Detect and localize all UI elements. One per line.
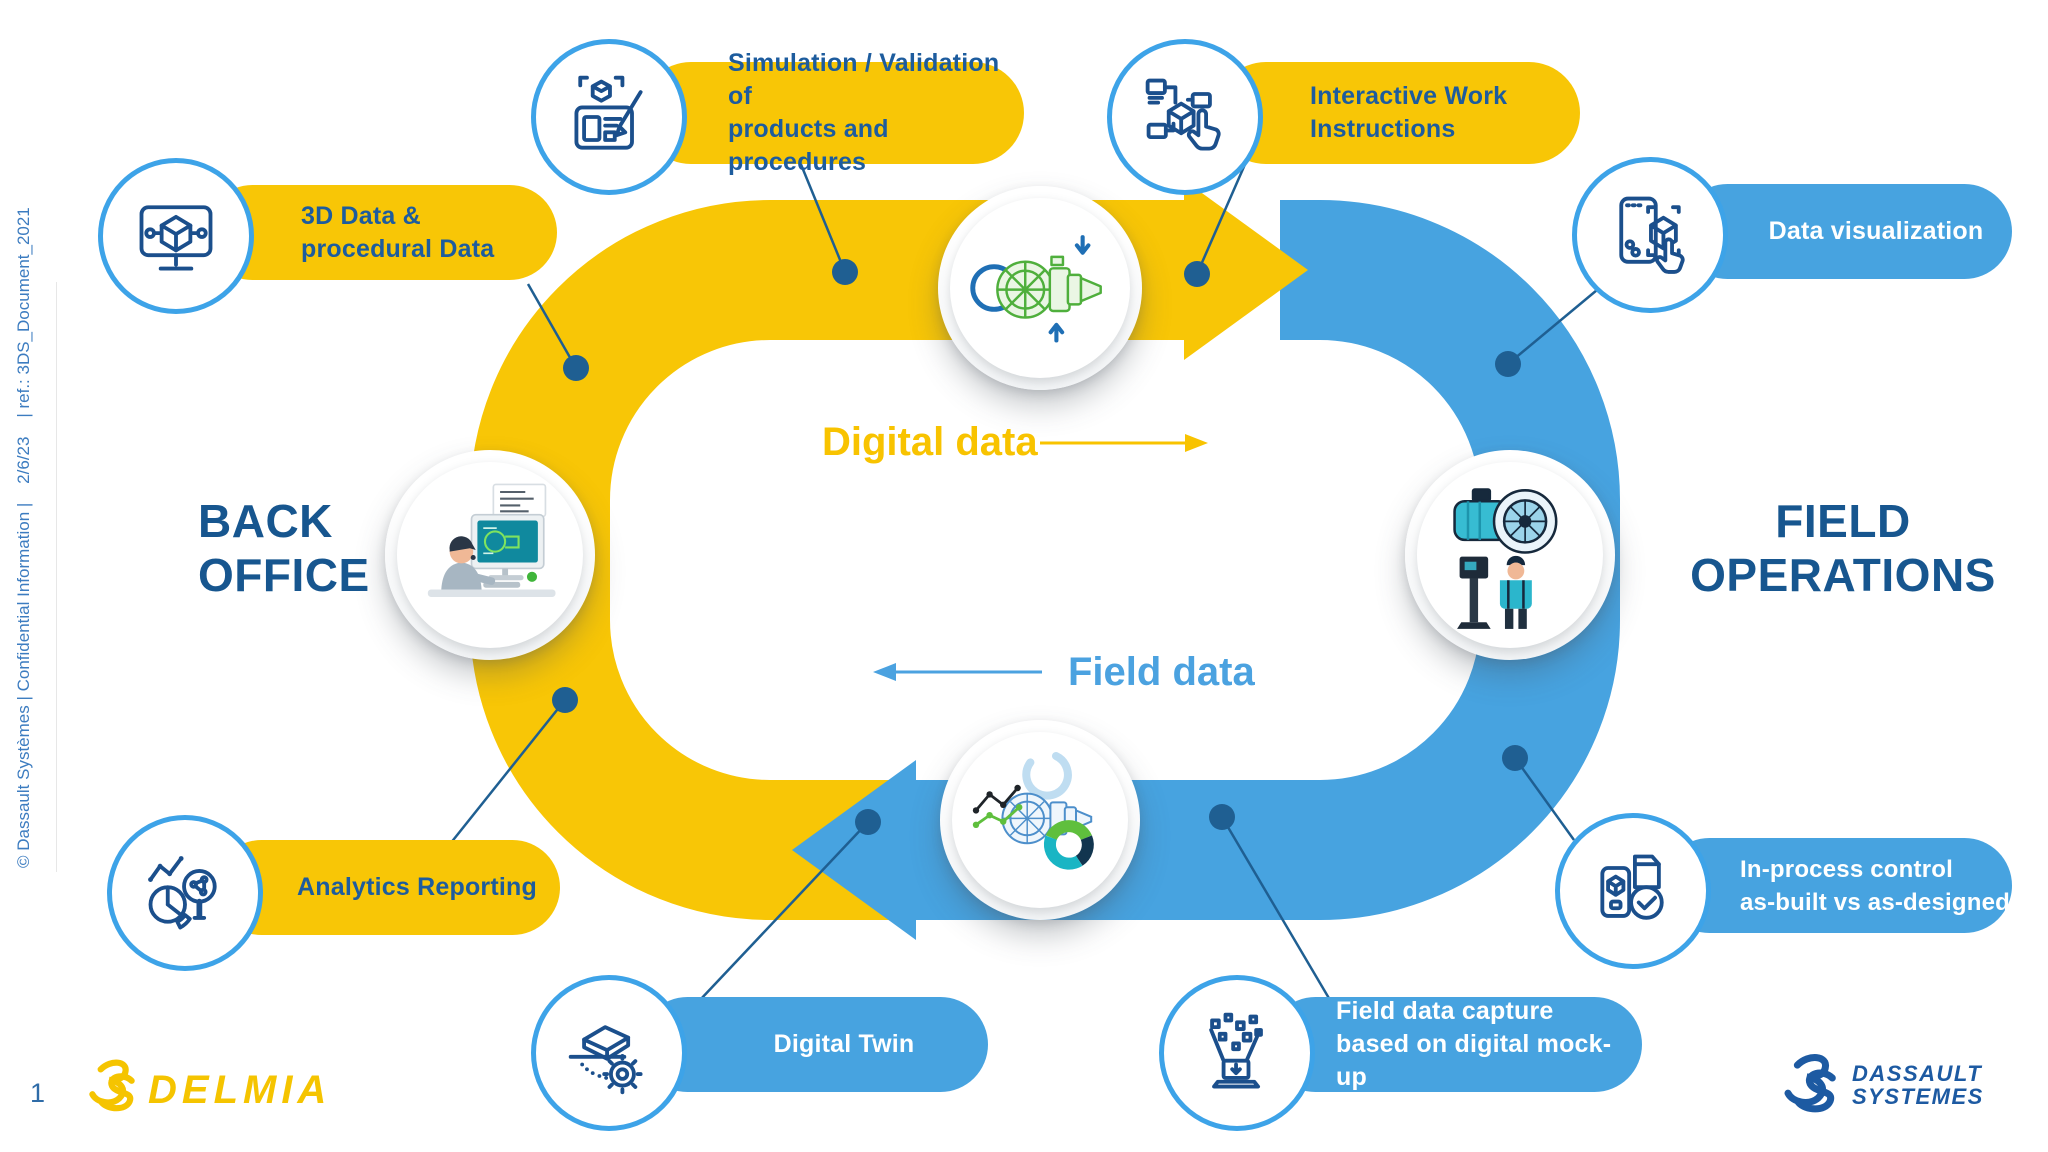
digital-data-arrow-icon [1040, 434, 1208, 452]
callout-label: Simulation / Validation of products and … [728, 49, 1000, 176]
digital-engine-illustration [970, 235, 1102, 343]
back-office-label: BACK OFFICE [198, 495, 370, 601]
connector-dot [552, 259, 1528, 835]
callout-pill-3d-data: 3D Data & procedural Data [205, 185, 557, 280]
data-capture-laptop-icon [1209, 1012, 1263, 1089]
callout-icon-digital-twin [531, 975, 687, 1131]
callout-label: Data visualization [1768, 217, 1984, 245]
callout-pill-field-data-capture: Field data capture based on digital mock… [1268, 997, 1642, 1092]
dassault-wordmark-line1: DASSAULT [1852, 1061, 1983, 1086]
callout-label: Digital Twin [773, 1030, 915, 1058]
monitor-3d-cube-icon [139, 205, 213, 271]
field-data-arrowhead [792, 760, 916, 940]
delmia-wordmark: DELMIA [148, 1068, 332, 1112]
flowchart-touch-icon [1145, 78, 1221, 151]
back-office-circle [385, 450, 595, 660]
callout-label: In-process control as-built vs as-design… [1740, 855, 2011, 916]
back-office-worker-illustration [427, 483, 556, 597]
field-engine-analytics-illustration [972, 752, 1094, 870]
delmia-3ds-logo-icon [89, 1059, 135, 1112]
callout-icon-analytics-reporting [107, 815, 263, 971]
digital-twin-gear-icon [568, 1025, 643, 1095]
dassault-wordmark-line2: SYSTEMES [1852, 1084, 1984, 1109]
callout-icon-field-data-capture [1159, 975, 1315, 1131]
page-number: 1 [30, 1078, 46, 1108]
callout-pill-analytics-reporting: Analytics Reporting [214, 840, 560, 935]
analytics-pie-magnifier-icon [148, 856, 217, 930]
callout-label: 3D Data & procedural Data [301, 201, 495, 263]
callout-pill-interactive-work-instructions: Interactive Work Instructions [1215, 62, 1580, 164]
callout-pill-in-process-control: In-process control as-built vs as-design… [1662, 838, 2012, 933]
dassault-3ds-logo-icon [1784, 1054, 1836, 1113]
callout-label: Analytics Reporting [297, 873, 537, 901]
digital-engine-circle [938, 186, 1142, 390]
callout-pill-simulation-validation: Simulation / Validation of products and … [640, 49, 1024, 176]
callout-label: Interactive Work Instructions [1310, 82, 1508, 143]
tablet-pen-cube-icon [574, 75, 643, 150]
ar-phone-icon [1619, 196, 1685, 274]
dassault-wordmark: DASSAULT SYSTEMES [1852, 1062, 1984, 1108]
callout-icon-3d-data [98, 158, 254, 314]
callout-label: Field data capture based on digital mock… [1336, 997, 1612, 1091]
digital-data-arrowhead [1184, 180, 1308, 360]
field-analytics-circle [940, 720, 1140, 920]
callout-pill-digital-twin: Digital Twin [640, 997, 988, 1092]
field-data-arrow-icon [873, 663, 1042, 681]
field-operator-illustration [1453, 488, 1558, 629]
callout-icon-in-process-control [1555, 813, 1711, 969]
field-data-label: Field data [1068, 650, 1255, 694]
callout-pill-data-visualization: Data visualization [1680, 184, 2012, 279]
callout-icon-simulation-validation [531, 39, 687, 195]
callout-icon-data-visualization [1572, 157, 1728, 313]
field-operations-circle [1405, 450, 1615, 660]
digital-data-label: Digital data [822, 420, 1038, 464]
inspection-check-icon [1600, 854, 1664, 920]
callout-icon-interactive-work-instructions [1107, 39, 1263, 195]
sidebar-divider [56, 282, 57, 872]
field-operations-label: FIELD OPERATIONS [1690, 495, 1996, 601]
confidential-sidebar-text: © Dassault Systèmes | Confidential Infor… [14, 207, 33, 868]
